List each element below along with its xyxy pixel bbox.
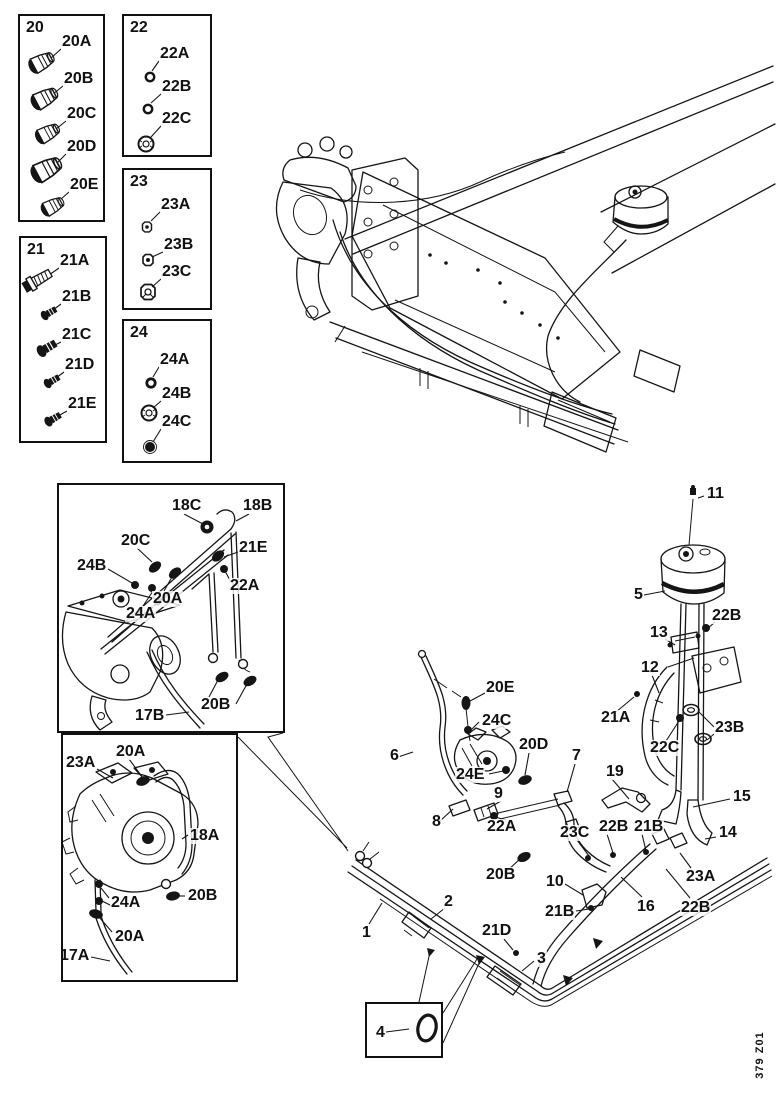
fitting-nut-marker — [148, 561, 162, 573]
fitting-nut-marker — [517, 851, 531, 863]
grommet-marker — [694, 732, 712, 746]
seal-marker — [490, 812, 498, 820]
screw-marker — [513, 950, 519, 956]
fitting-nut-marker — [168, 567, 182, 579]
seal-marker — [464, 726, 472, 734]
ball-fitting-marker — [160, 878, 172, 890]
grommet-marker — [682, 703, 700, 717]
seal-marker — [148, 584, 156, 592]
ball-fitting-marker — [354, 850, 366, 862]
grommet-marker — [686, 707, 696, 713]
fitting-nut-marker — [211, 550, 225, 562]
fitting-nut-marker — [461, 696, 471, 710]
screw-marker — [610, 852, 616, 858]
hydraulic-lines-drawing — [237, 485, 773, 1044]
fitting-nut-marker — [518, 775, 532, 785]
seal-marker — [502, 766, 510, 774]
legend-box-number: 23 — [130, 173, 148, 190]
grommet-marker — [698, 736, 708, 742]
seal-marker — [95, 897, 103, 905]
union-fitting-marker — [204, 524, 210, 530]
legend-box-number: 24 — [130, 324, 148, 341]
seal-marker — [220, 565, 228, 573]
ball-fitting-marker — [237, 658, 249, 670]
fitting-nut-marker — [136, 776, 150, 786]
legend-box-24: 24 — [122, 319, 212, 463]
oring-detail-box — [365, 1002, 443, 1058]
steering-gear-inset — [57, 483, 285, 733]
seal-marker — [702, 624, 710, 632]
fitting-nut-marker — [166, 891, 180, 901]
seal-marker — [131, 581, 139, 589]
figure-code: 379 Z01 — [754, 1031, 766, 1079]
pump-detail-drawing — [61, 761, 199, 975]
legend-box-23: 23 — [122, 168, 212, 310]
screw-marker — [643, 849, 649, 855]
ball-fitting-marker — [207, 652, 219, 664]
pump-inset — [61, 733, 238, 982]
seal-marker — [676, 714, 684, 722]
seal-marker — [95, 880, 103, 888]
legend-box-number: 21 — [27, 241, 45, 258]
fitting-nut-marker — [215, 671, 229, 683]
legend-box-20: 20 — [18, 14, 105, 222]
dynamic-annotation-layer — [19, 48, 731, 1033]
legend-box-22: 22 — [122, 14, 212, 157]
fitting-nut-marker — [243, 675, 257, 687]
fitting-nut-marker — [89, 909, 103, 919]
ball-fitting-marker — [361, 857, 373, 869]
legend-box-number: 20 — [26, 19, 44, 36]
truck-frame-drawing — [275, 65, 776, 453]
legend-box-21: 21 — [19, 236, 107, 443]
screw-marker — [588, 905, 594, 911]
screw-marker — [634, 691, 640, 697]
legend-box-number: 22 — [130, 19, 148, 36]
screw-marker — [585, 855, 591, 861]
